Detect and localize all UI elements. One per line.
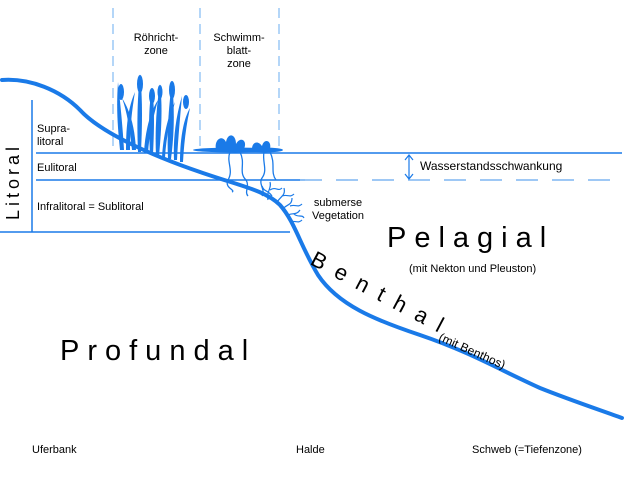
reed-zone-label: Röhricht- zone: [118, 32, 194, 58]
pelagial-label: Pelagial: [387, 222, 555, 254]
reed-zone-label-line1: Röhricht-: [133, 32, 179, 44]
water-level-arrow: [404, 154, 414, 180]
floating-leaf-zone-label-line2: blatt-: [226, 45, 252, 57]
reed-zone-label-line2: zone: [144, 45, 168, 57]
uferbank-label: Uferbank: [32, 444, 77, 456]
schweb-label: Schweb (=Tiefenzone): [472, 444, 582, 456]
eulitoral-label: Eulitoral: [37, 162, 77, 174]
pelagial-note: (mit Nekton und Pleuston): [409, 263, 537, 275]
infralitoral-label: Infralitoral = Sublitoral: [37, 201, 144, 213]
water-level-fluctuation-label: Wasserstandsschwankung: [420, 159, 563, 173]
supralitoral-label: Supra- litoral: [37, 123, 70, 149]
submerse-vegetation-label: submerse Vegetation: [296, 197, 380, 223]
reed-plants: [117, 74, 190, 162]
supralitoral-label-line2: litoral: [37, 136, 64, 148]
zone-separators: [112, 8, 280, 150]
water-levels: [0, 152, 622, 233]
floating-leaf-plants: [193, 135, 283, 197]
halde-label: Halde: [296, 444, 325, 456]
supralitoral-label-line1: Supra-: [37, 123, 71, 135]
floating-leaf-zone-label-line1: Schwimm-: [213, 32, 265, 44]
litoral-label: Litoral: [3, 142, 23, 220]
floating-leaf-zone-label: Schwimm- blatt- zone: [202, 32, 276, 71]
lake-bottom-profile: [0, 77, 624, 420]
submerged-vegetation: [261, 181, 305, 223]
submerse-vegetation-label-line1: submerse: [313, 197, 363, 209]
profundal-label: Profundal: [60, 335, 257, 367]
floating-leaf-zone-label-line3: zone: [227, 58, 251, 70]
submerse-vegetation-label-line2: Vegetation: [312, 210, 364, 222]
